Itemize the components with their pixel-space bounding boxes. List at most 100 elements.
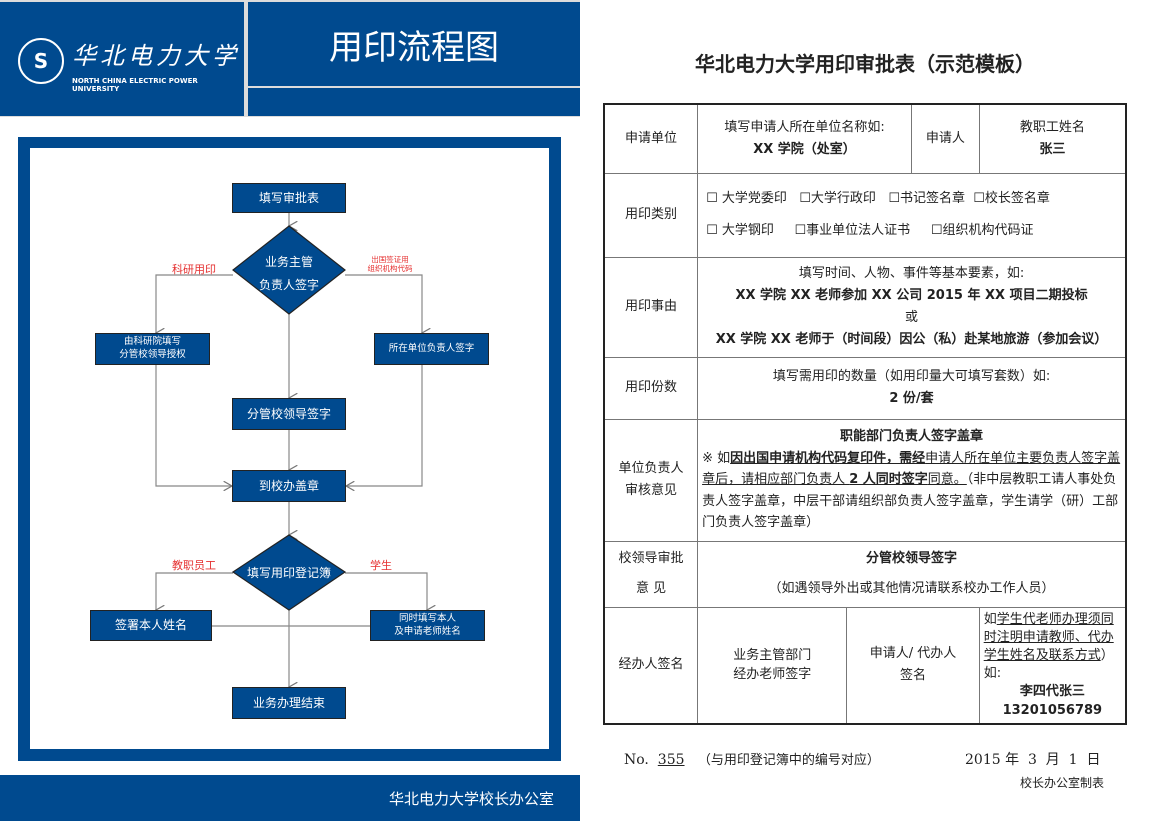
unit-hint: 填写申请人所在单位名称如: — [724, 119, 885, 135]
label-student: 学生 — [370, 559, 392, 572]
row-reason: 用印事由 填写时间、人物、事件等基本要素，如:XX 学院 XX 老师参加 XX … — [603, 256, 1127, 358]
handler-note: 如学生代老师办理须同时注明申请教师、代办学生姓名及联系方式） 如: 李四代张三 132… — [978, 606, 1127, 725]
note-agree: 同意。 — [927, 472, 967, 488]
checkbox-secretary-seal[interactable]: ☐书记签名章 — [888, 190, 965, 206]
decision-diamond-2 — [231, 534, 347, 611]
note-prefix: ※ 如 — [702, 450, 731, 466]
reason-example-2: XX 学院 XX 老师于（时间段）因公（私）赴某地旅游（参加会议） — [715, 332, 1108, 348]
leader-sign: 分管校领导签字 — [866, 551, 958, 567]
checkbox-org-code[interactable]: ☐组织机构代码证 — [930, 223, 1034, 238]
step-fill-form: 填写审批表 — [232, 183, 346, 213]
page-title: 用印流程图 — [248, 2, 580, 86]
unit-value: 填写申请人所在单位名称如: XX 学院（处室） — [697, 103, 912, 174]
form-maker: 校长办公室制表 — [1020, 776, 1105, 790]
row-applicant-unit: 申请单位 填写申请人所在单位名称如:XX 学院（处室） 申请人 教职工姓名张三 — [603, 103, 1127, 174]
copies-value: 填写需用印的数量（如用印量大可填写套数）如:2 份/套 — [697, 356, 1127, 420]
applicant-hint: 教职工姓名 — [1019, 119, 1085, 135]
step-fill-both-names: 同时填写本人及申请老师姓名 — [370, 610, 485, 641]
reason-example-1: XX 学院 XX 老师参加 XX 公司 2015 年 XX 项目二期投标 — [735, 287, 1088, 303]
abroad-line1: 出国签证用 — [371, 255, 409, 264]
no-label: No. — [624, 752, 649, 768]
serial-number: No. 355 （与用印登记簿中的编号对应） — [624, 749, 880, 768]
flow-connectors — [0, 213, 580, 780]
label-research: 科研用印 — [172, 263, 216, 276]
leader-line2: 意 见 — [635, 581, 667, 596]
handler-dept-line2: 经办老师签字 — [733, 667, 812, 683]
no-value: 355 — [657, 752, 685, 768]
label-reason: 用印事由 — [603, 256, 699, 358]
left1-line1: 由科研院填写 — [123, 336, 181, 348]
right2-line1: 同时填写本人 — [398, 612, 456, 624]
decision-register: 填写用印登记簿 — [246, 566, 331, 580]
checkbox-president-seal[interactable]: ☐校长签名章 — [973, 190, 1050, 206]
note-proxy: 学生代老师办理须同时注明申请教师、代办学生姓名及联系方式 — [983, 611, 1114, 664]
left1-line2: 分管校领导授权 — [119, 349, 186, 360]
label-unit-review: 单位负责人审核意见 — [603, 418, 699, 542]
row-seal-type: 用印类别 ☐ 大学党委印 ☐大学行政印 ☐书记签名章 ☐校长签名章 ☐ 大学钢印… — [603, 172, 1127, 258]
label-abroad: 出国签证用组织机构代码 — [360, 255, 420, 274]
unit-review-line2: 审核意见 — [625, 483, 678, 498]
handler-dept-line1: 业务主管部门 — [733, 647, 812, 663]
logo-cn: 华北电力大学 — [72, 42, 240, 70]
copies-hint: 填写需用印的数量（如用印量大可填写套数）如: — [772, 368, 1051, 384]
leader-line1: 校领导审批 — [618, 551, 684, 567]
step-sign-own-name: 签署本人姓名 — [90, 610, 212, 641]
unit-example: XX 学院（处室） — [753, 141, 856, 157]
note-close: ） — [1100, 648, 1114, 664]
reason-or: 或 — [905, 310, 919, 325]
unit-review-line1: 单位负责人 — [618, 460, 684, 476]
label-handler: 经办人签名 — [603, 606, 699, 725]
checkbox-legal-cert[interactable]: ☐事业单位法人证书 — [794, 223, 911, 238]
label-leader-approval: 校领导审批意 见 — [603, 540, 699, 608]
form-date: 2015 年 3 月 1 日 — [965, 752, 1101, 768]
no-note: （与用印登记簿中的编号对应） — [697, 753, 880, 768]
label-seal-type: 用印类别 — [603, 172, 699, 258]
step-research-authorize: 由科研院填写分管校领导授权 — [95, 333, 210, 365]
note-ru: 如 — [983, 611, 997, 627]
row-copies: 用印份数 填写需用印的数量（如用印量大可填写套数）如:2 份/套 — [603, 356, 1127, 420]
d1-line1: 业务主管 — [264, 255, 313, 269]
right2-line2: 及申请老师姓名 — [394, 625, 461, 637]
unit-review-value: 职能部门负责人签字盖章 ※ 如因出国申请机构代码复印件，需经申请人所在单位主要负… — [697, 418, 1127, 542]
row-leader-approval: 校领导审批意 见 分管校领导签字 （如遇领导外出或其他情况请联系校办工作人员） — [603, 540, 1127, 608]
handler-applicant: 申请人/ 代办人签名 — [846, 606, 980, 725]
handler-dept: 业务主管部门经办老师签字 — [697, 606, 848, 725]
applicant-example: 张三 — [1039, 141, 1066, 157]
footer-office: 华北电力大学校长办公室 — [0, 775, 580, 821]
seal-type-options: ☐ 大学党委印 ☐大学行政印 ☐书记签名章 ☐校长签名章 ☐ 大学钢印 ☐事业单… — [697, 172, 1127, 258]
handler-applicant-line2: 签名 — [900, 668, 927, 684]
applicant-value: 教职工姓名张三 — [978, 103, 1127, 174]
step-leader-sign: 分管校领导签字 — [232, 398, 346, 430]
leader-note: （如遇领导外出或其他情况请联系校办工作人员） — [768, 581, 1055, 596]
university-seal-icon: S — [18, 38, 64, 84]
label-copies: 用印份数 — [603, 356, 699, 420]
checkbox-party-seal[interactable]: ☐ 大学党委印 — [706, 190, 787, 206]
title-band — [248, 88, 580, 116]
logo-en: NORTH CHINA ELECTRIC POWER UNIVERSITY — [72, 77, 198, 93]
checkbox-steel-seal[interactable]: ☐ 大学钢印 — [706, 223, 774, 238]
decision-dept-head: 业务主管负责人签字 — [239, 251, 339, 297]
note-text: 申请人所在单位主要负责人签字盖章后，请相应部门负责人 — [702, 450, 1121, 488]
row-unit-review: 单位负责人审核意见 职能部门负责人签字盖章 ※ 如因出国申请机构代码复印件，需经… — [603, 418, 1127, 542]
form-title: 华北电力大学用印审批表（示范模板） — [695, 52, 1035, 76]
row-handler: 经办人签名 业务主管部门经办老师签字 申请人/ 代办人签名 如学生代老师办理须同… — [603, 606, 1127, 725]
leader-approval-value: 分管校领导签字 （如遇领导外出或其他情况请联系校办工作人员） — [697, 540, 1127, 608]
label-unit: 申请单位 — [603, 103, 699, 174]
d1-line2: 负责人签字 — [258, 277, 319, 292]
note-bold-2: 2 人同时签字 — [849, 472, 928, 488]
note-example-phone: 13201056789 — [1002, 702, 1103, 718]
checkbox-admin-seal[interactable]: ☐大学行政印 — [799, 190, 876, 206]
unit-review-title: 职能部门负责人签字盖章 — [840, 429, 984, 445]
note-eg: 如: — [983, 666, 1002, 682]
note-paren: （非中层教职工请人事处负责人签字盖章，中层干部请组织部负责人签字盖章，学生请学（… — [702, 472, 1119, 531]
step-unit-head-sign: 所在单位负责人签字 — [374, 333, 489, 365]
approval-form: 申请单位 填写申请人所在单位名称如:XX 学院（处室） 申请人 教职工姓名张三 … — [603, 103, 1127, 725]
footer-text: 华北电力大学校长办公室 — [388, 789, 554, 808]
abroad-line2: 组织机构代码 — [367, 264, 413, 274]
logo-area: S 华北电力大学 NORTH CHINA ELECTRIC POWER UNIV… — [0, 2, 244, 116]
reason-value: 填写时间、人物、事件等基本要素，如:XX 学院 XX 老师参加 XX 公司 20… — [697, 256, 1127, 358]
decision-diamond-1 — [232, 225, 346, 315]
note-example-name: 李四代张三 — [1019, 684, 1085, 700]
handler-applicant-line1: 申请人/ 代办人 — [869, 646, 957, 662]
note-bold-1: 因出国申请机构代码复印件，需经 — [730, 450, 926, 466]
